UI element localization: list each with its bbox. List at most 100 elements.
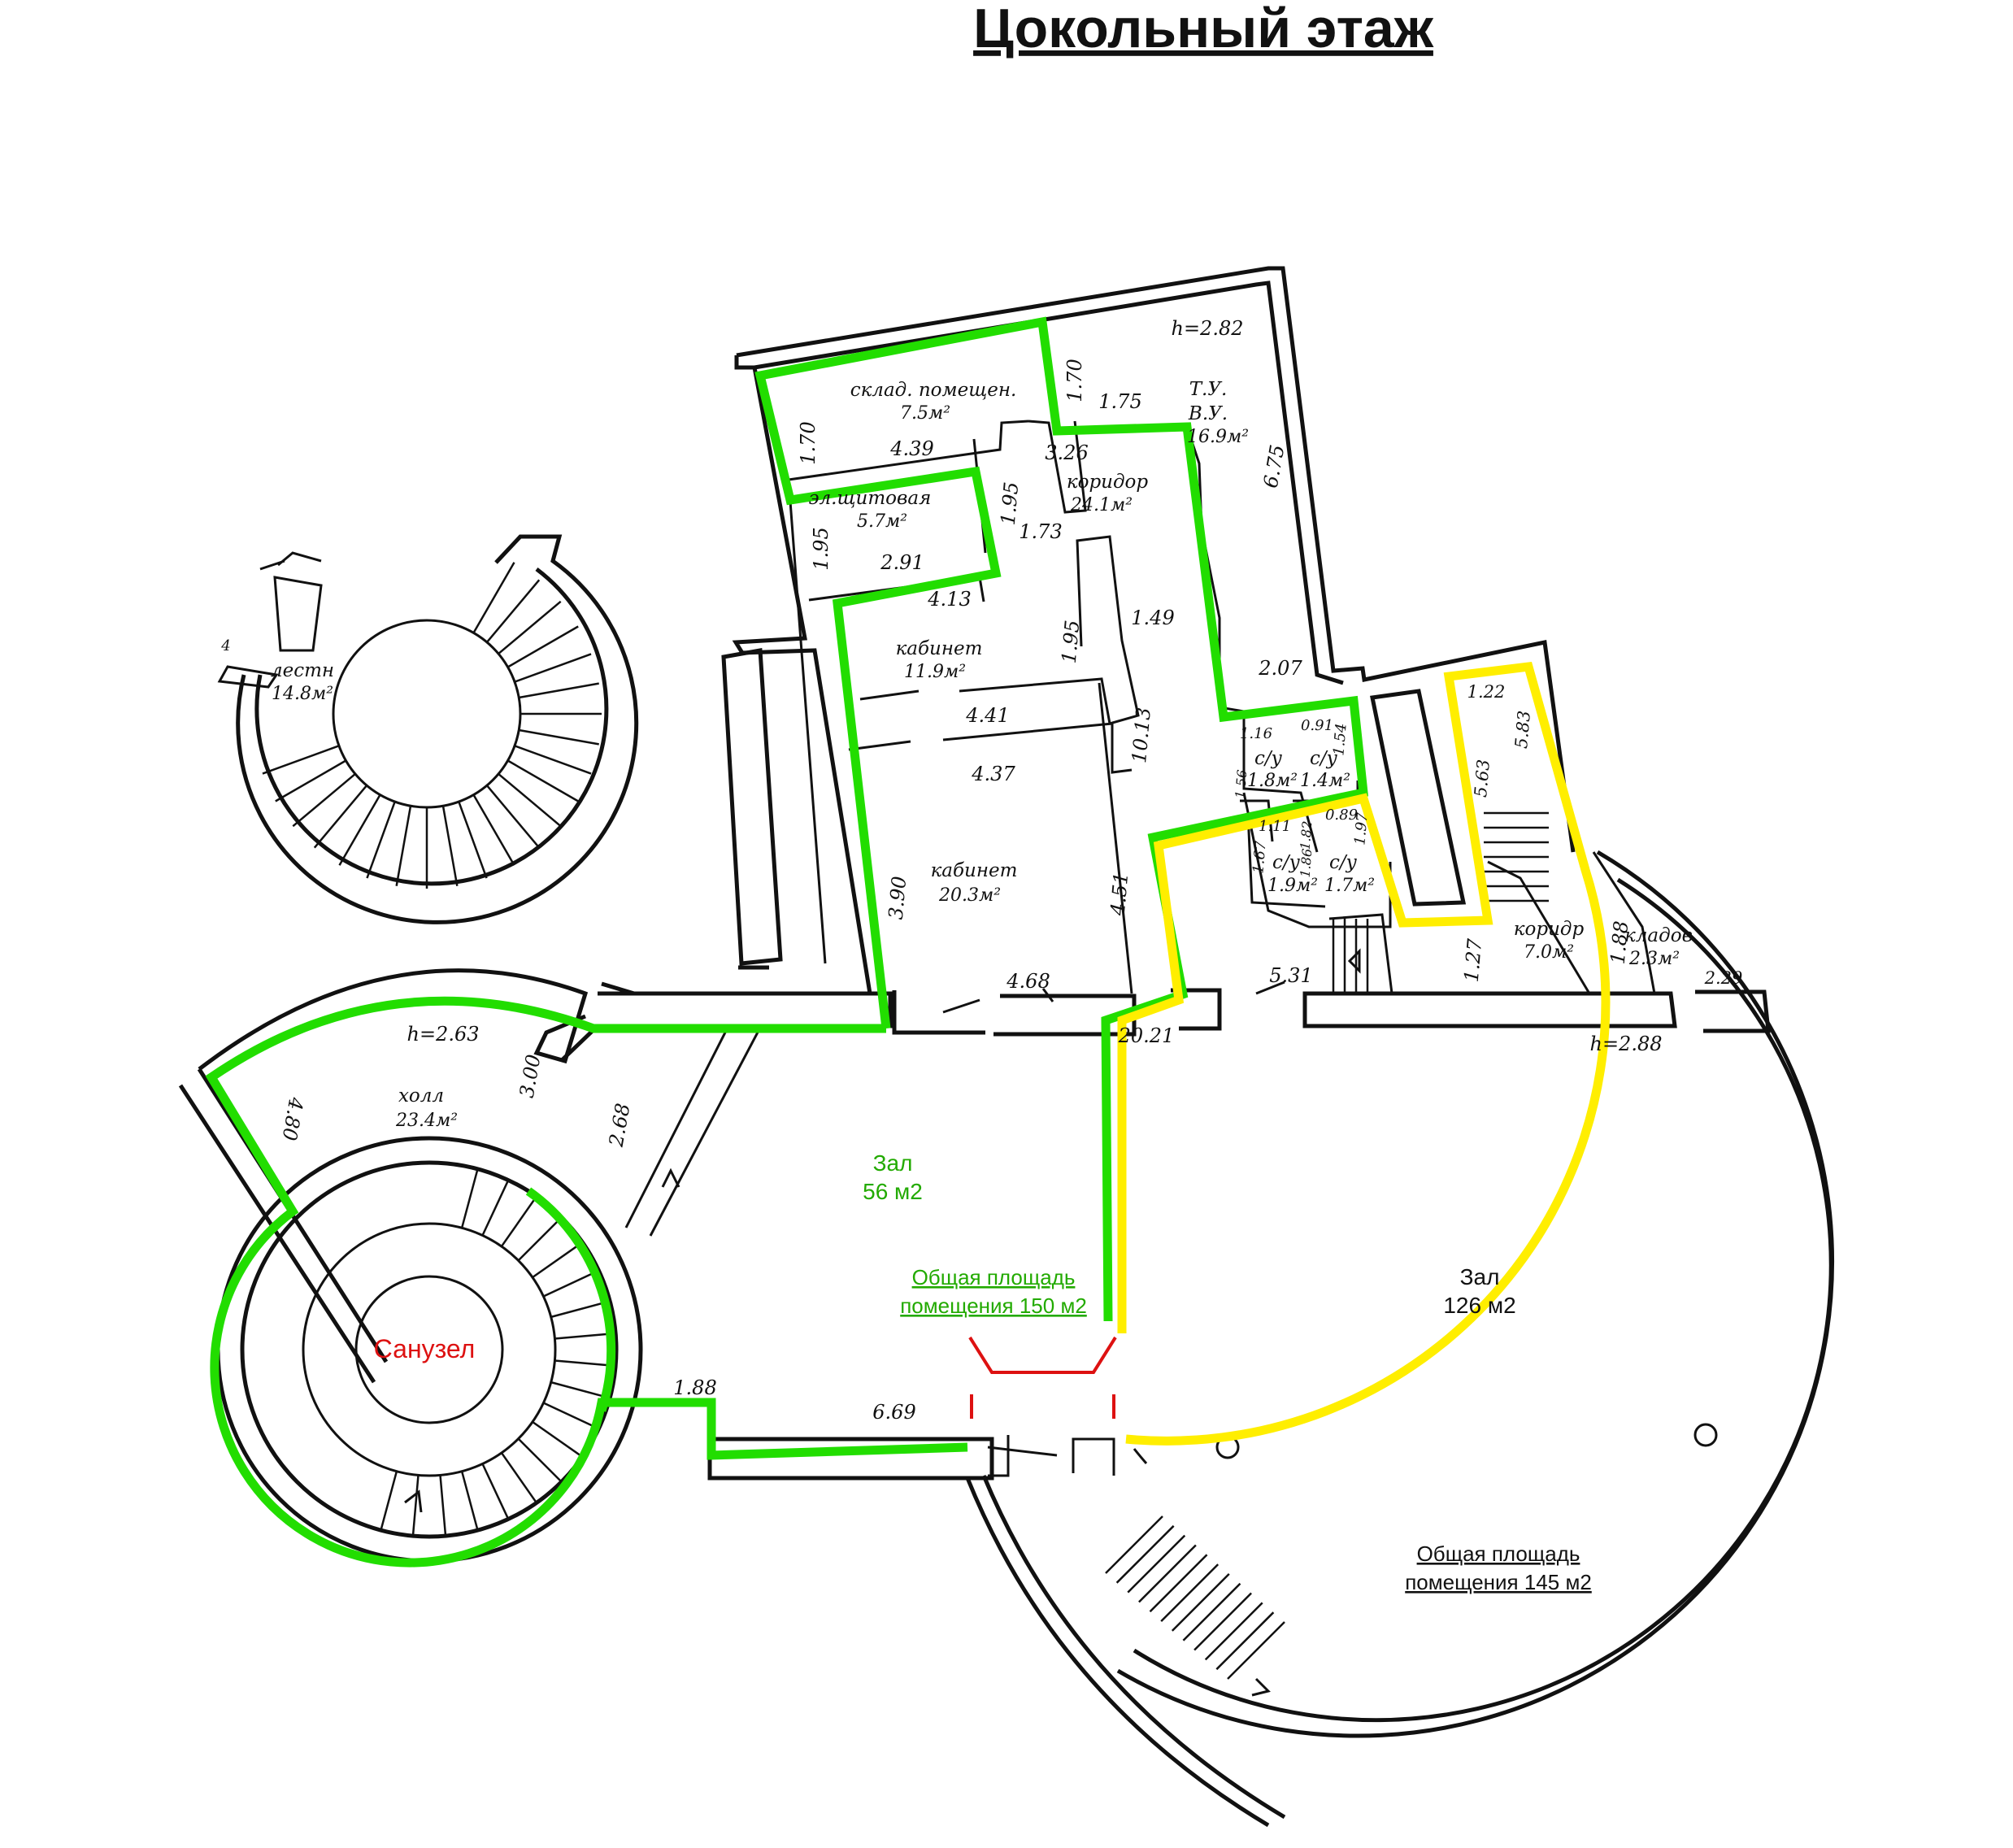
dim-1-95a: 1.95 [810,527,833,570]
zone-total150-line2: помещения 150 м2 [900,1294,1087,1318]
room-tu-name1: Т.У. [1189,379,1228,400]
stair-tread [1182,1582,1241,1641]
dim-1-67: 1.67 [1250,840,1269,874]
stair-tread [514,745,592,775]
dim-1-97: 1.97 [1351,811,1371,846]
stair-tread [1138,1544,1197,1603]
zone-zal56-line2: 56 м2 [863,1179,923,1204]
stair-tread [458,801,488,879]
dim-0-91: 0.91 [1301,717,1333,734]
stair-tread [519,728,599,746]
room-su2-area: 1.4м² [1300,771,1350,791]
dim-3-00: 3.00 [515,1053,546,1099]
dim-5-63: 5.63 [1471,759,1493,798]
stair-tread [550,1381,611,1399]
stair-tread [550,1300,611,1319]
stair-tread [338,794,381,866]
stair-tread [1204,1602,1263,1661]
dim-6-69: 6.69 [872,1401,915,1424]
stair-tread [1105,1515,1163,1574]
zone-total145-line2: помещения 145 м2 [1405,1570,1592,1594]
dim-3-26: 3.26 [1045,441,1088,464]
stair-tread [1149,1554,1208,1613]
stair-tread [481,1180,510,1237]
dimension-labels: 1.70 1.70 1.75 4.39 3.26 6.75 1.95 1.95 … [220,359,1742,1424]
mark-4: 4 [220,637,230,654]
stair-tread [498,600,562,655]
zone-zal56-line1: Зал [873,1150,913,1176]
room-kab1-area: 11.9м² [904,662,966,682]
stair-tread [472,794,515,866]
stair-tread [395,806,412,886]
stair-tread [1171,1573,1230,1632]
stair-tread [507,625,579,668]
zone-145-boundary [1117,661,1611,1446]
dim-4-68: 4.68 [1006,970,1050,993]
dim-1-73: 1.73 [1019,520,1062,543]
stair-tread [554,1332,616,1340]
stair-tread [313,785,368,849]
room-sklad-name: склад. помещен. [850,380,1017,401]
room-su4-area: 1.7м² [1324,876,1375,896]
room-tu-height: h=2.82 [1171,317,1243,340]
stair-tread [514,653,592,683]
dim-0-89: 0.89 [1325,807,1358,824]
zone-150-boundary-west [205,996,968,1568]
dim-4-39: 4.39 [889,437,933,460]
stair-tread [292,772,356,828]
dim-2-91: 2.91 [880,551,924,574]
room-labels: склад. помещен. 7.5м² Т.У. В.У. 16.9м² h… [271,317,1693,1131]
dim-1-56: 1.56 [1233,769,1250,799]
zone-sanuzel: Санузел [374,1334,476,1363]
stair-tread [275,759,347,802]
room-kab2-name: кабинет [931,860,1018,881]
stair-tread [485,579,541,643]
room-klad-name: кладов [1624,925,1693,946]
stair-tread [1227,1621,1285,1680]
stair-tread [532,1420,584,1458]
room-holl-height: h=2.63 [407,1023,479,1046]
stair-tread [380,1471,398,1531]
stair-tread [517,1437,563,1483]
stair-tread [532,1241,584,1279]
stair-tread [500,1195,537,1247]
zone-total145-line1: Общая площадь [1417,1541,1580,1566]
dim-1-16: 1.16 [1240,725,1272,742]
stair-tread [441,806,459,886]
stair-tread [498,772,562,828]
dim-6-75: 6.75 [1259,443,1289,489]
room-shchit-area: 5.7м² [857,511,907,532]
dim-4-13: 4.13 [927,588,971,611]
dim-1-75: 1.75 [1098,390,1141,413]
stair-tread [460,1471,479,1531]
stair-tread [1115,1524,1175,1584]
dim-1-82: 1.82 [1298,820,1315,850]
dim-3-90: 3.90 [885,875,911,920]
stair-tread [472,562,515,634]
dim-1-86: 1.86 [1298,848,1315,878]
zone-labels: Зал 56 м2 Зал 126 м2 Общая площадь помещ… [374,1150,1592,1594]
zone-zal126-line2: 126 м2 [1443,1293,1515,1318]
dim-1-70b: 1.70 [1063,359,1086,402]
stair-arc-green [525,1187,616,1412]
stair-treads [262,562,1549,1680]
dim-5-31: 5.31 [1269,964,1312,987]
stair-tread [439,1475,447,1537]
dim-1-11: 1.11 [1259,818,1291,835]
stair-tread [485,785,541,849]
dim-1-22: 1.22 [1467,682,1506,702]
dim-1-54: 1.54 [1330,723,1350,757]
room-lest-name: лестн [271,660,334,681]
room-tu-name2: В.У. [1188,403,1228,424]
room-su3-name: с/у [1272,852,1301,873]
room-kab2-area: 20.3м² [938,885,1001,906]
stair-tread [366,801,396,879]
dim-1-88a: 1.88 [1606,920,1633,965]
sanuzel-markers [968,1336,1117,1419]
stair-tread [554,1359,616,1368]
dim-2-07: 2.07 [1258,657,1302,680]
room-kab1-name: кабинет [896,638,983,659]
dim-1-70a: 1.70 [797,421,820,464]
dim-4-37: 4.37 [971,763,1015,785]
